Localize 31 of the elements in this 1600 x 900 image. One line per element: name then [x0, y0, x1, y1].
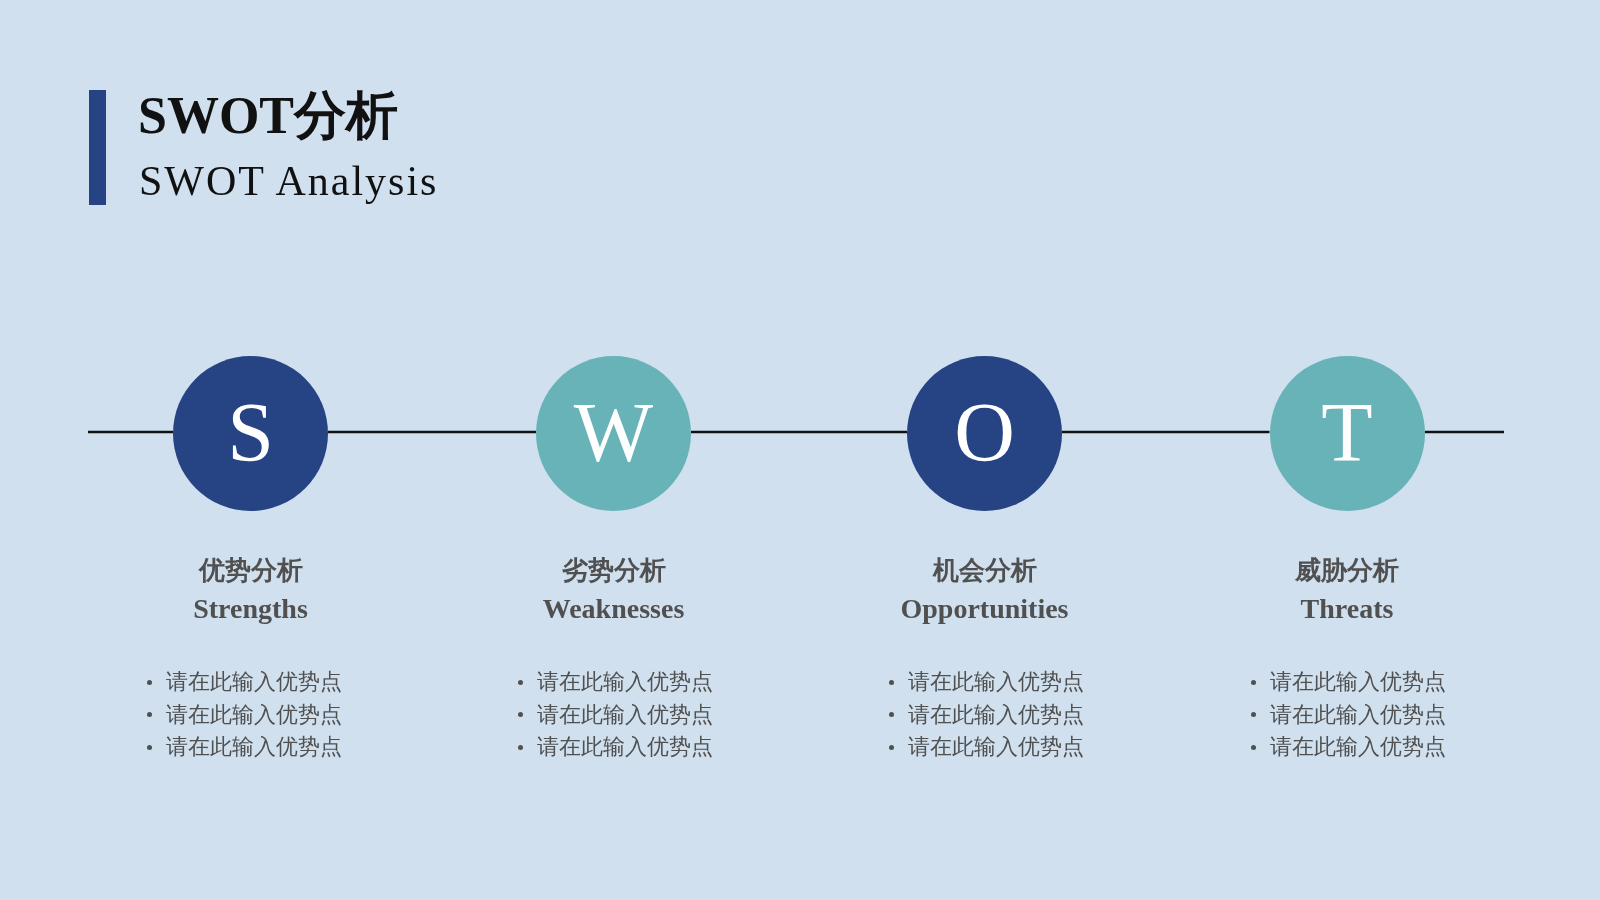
column-subheading: Threats	[1299, 592, 1395, 626]
connector-line	[1424, 430, 1504, 434]
list-item-text: 请在此输入优势点	[165, 733, 342, 761]
list-item-text: 请在此输入优势点	[536, 700, 713, 729]
letter-circle: O	[907, 355, 1062, 511]
column-heading: 机会分析	[931, 555, 1038, 587]
list-item-text: 请在此输入优势点	[536, 733, 713, 761]
list-item-text: 请在此输入优势点	[165, 700, 342, 729]
letter-circle: T	[1269, 355, 1425, 511]
connector-line	[328, 430, 536, 434]
connector-line	[1062, 430, 1270, 434]
column-subheading: Opportunities	[899, 592, 1070, 626]
column-heading: 威胁分析	[1294, 555, 1400, 587]
list-item-text: 请在此输入优势点	[907, 668, 1084, 696]
subtitle: SWOT Analysis	[139, 157, 439, 206]
list-item-text: 请在此输入优势点	[1270, 668, 1446, 696]
list-item-text: 请在此输入优势点	[907, 700, 1084, 729]
list-item-text: 请在此输入优势点	[165, 668, 342, 696]
letter-circle: S	[173, 355, 328, 511]
column-subheading: Strengths	[192, 592, 309, 626]
title-heading: SWOT分析	[138, 86, 399, 146]
list-item-text: 请在此输入优势点	[907, 733, 1084, 761]
column-subheading: Weaknesses	[541, 592, 686, 626]
list-item-text: 请在此输入优势点	[1270, 733, 1446, 761]
list-item-text: 请在此输入优势点	[536, 668, 713, 696]
list-item-text: 请在此输入优势点	[1270, 700, 1446, 729]
column-heading: 劣势分析	[560, 555, 667, 587]
letter-circle: W	[536, 355, 691, 511]
connector-line	[88, 430, 173, 434]
connector-line	[691, 430, 907, 434]
column-heading: 优势分析	[197, 555, 304, 587]
